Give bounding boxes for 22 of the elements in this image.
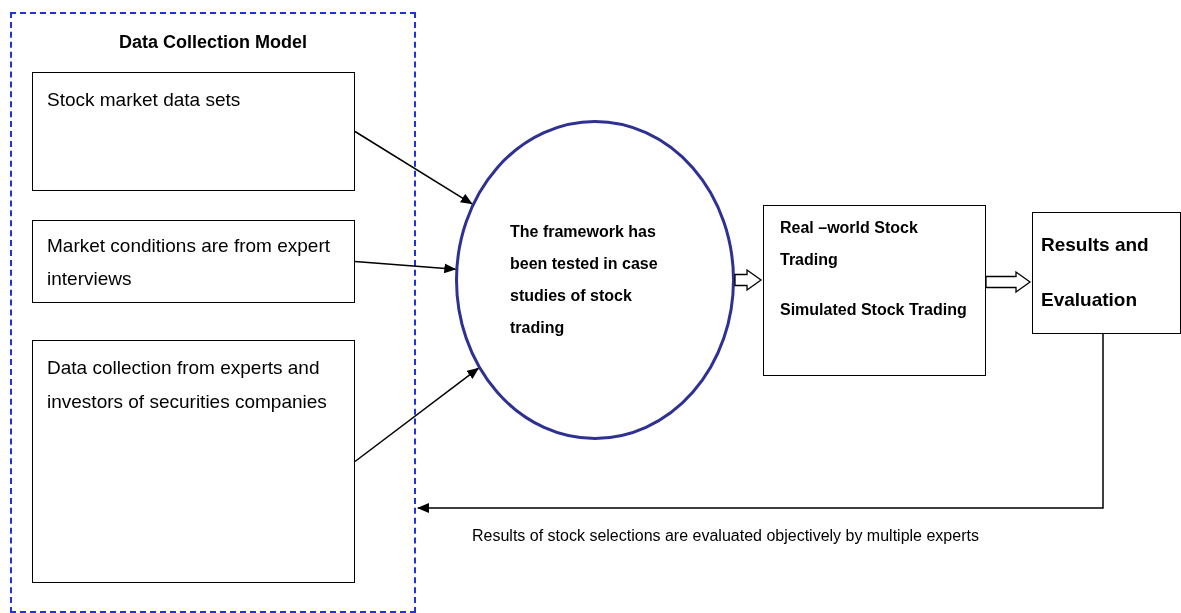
node-text: Stock market data sets <box>47 88 242 112</box>
edge-label: Results of stock selections are evaluated objectively by multiple experts <box>470 527 981 545</box>
dashed-group-box <box>10 12 416 613</box>
group-title: Data Collection Model <box>118 32 308 53</box>
block-arrow <box>734 268 763 292</box>
block-arrow <box>985 270 1032 294</box>
node-text: Results and Evaluation <box>1041 233 1150 313</box>
arrow <box>354 130 473 205</box>
node-text: Market conditions are from expert interviews <box>47 234 331 292</box>
feedback-arrow <box>417 333 1104 513</box>
node-text: The framework has been tested in case studies of stock trading <box>510 222 659 338</box>
process-circle <box>455 120 735 440</box>
node-text: Data collection from experts and investors of securities companies <box>47 356 328 415</box>
arrow <box>354 260 457 274</box>
node-text: Real –world Stock Trading <box>780 218 919 270</box>
process-box <box>32 340 355 583</box>
process-box <box>1032 212 1181 334</box>
process-box <box>763 205 986 376</box>
process-box <box>32 220 355 303</box>
arrow <box>354 367 480 463</box>
node-text: Simulated Stock Trading <box>780 300 968 320</box>
process-box <box>32 72 355 191</box>
